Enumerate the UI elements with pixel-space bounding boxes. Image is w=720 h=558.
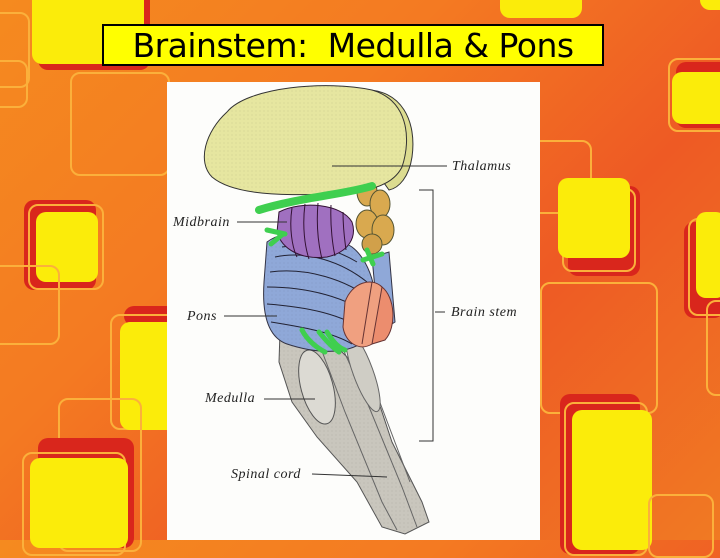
spinal-cord-leader	[311, 473, 388, 478]
medulla-shape	[278, 331, 430, 535]
bg-square-yellow	[696, 212, 720, 298]
bg-square-outline	[70, 72, 170, 176]
nerves-shape	[255, 182, 385, 355]
bg-square-yellow	[30, 458, 128, 548]
bg-square-outline	[0, 265, 60, 345]
brainstem-illustration: Thalamus Midbrain Brain stem Pons Medull…	[172, 85, 517, 535]
label-spinal-cord: Spinal cord	[231, 467, 301, 482]
bg-square-outline	[706, 300, 720, 396]
label-pons: Pons	[186, 309, 217, 324]
bg-square-yellow	[500, 0, 582, 18]
bg-square-outline	[648, 494, 714, 558]
bg-square-outline	[668, 58, 720, 132]
brain-stem-bracket	[419, 189, 434, 442]
bg-square-outline	[28, 204, 104, 290]
thalamus-shape	[203, 85, 414, 196]
bg-square-yellow	[700, 0, 720, 10]
slide-title: Brainstem: Medulla & Pons	[102, 24, 604, 66]
bg-square-yellow	[572, 410, 652, 550]
label-thalamus: Thalamus	[452, 159, 511, 174]
peduncle-shape	[342, 281, 394, 348]
label-midbrain: Midbrain	[172, 215, 230, 230]
bg-square-outline	[0, 12, 30, 88]
bg-square-yellow	[558, 178, 630, 258]
brainstem-diagram: Thalamus Midbrain Brain stem Pons Medull…	[167, 82, 540, 540]
label-medulla: Medulla	[204, 391, 255, 406]
midbrain-shape	[276, 202, 354, 260]
bg-square-yellow	[36, 212, 98, 282]
bg-square-yellow	[672, 72, 720, 124]
label-brain-stem: Brain stem	[451, 305, 517, 320]
